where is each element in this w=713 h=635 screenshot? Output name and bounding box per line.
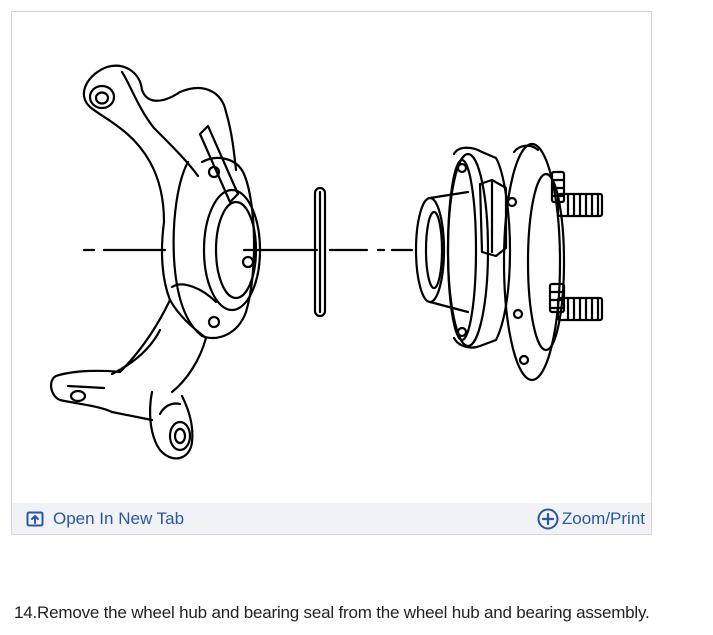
- step-instruction: 14.Remove the wheel hub and bearing seal…: [14, 603, 650, 622]
- figure-toolbar: Open In New Tab Zoom/Print: [12, 503, 651, 534]
- open-new-tab-label: Open In New Tab: [53, 508, 185, 528]
- open-in-new-tab-icon: [26, 511, 44, 527]
- zoom-plus-icon: [537, 508, 559, 530]
- open-new-tab-button[interactable]: Open In New Tab: [26, 503, 184, 534]
- steering-knuckle: [50, 64, 262, 460]
- figure-card: Open In New Tab Zoom/Print: [11, 11, 652, 535]
- wheel-hub-diagram: [50, 64, 604, 460]
- zoom-print-button[interactable]: Zoom/Print: [537, 503, 645, 534]
- hub-bearing-assembly: [414, 142, 604, 382]
- bearing-seal-ring: [313, 186, 327, 318]
- zoom-print-label: Zoom/Print: [561, 508, 645, 528]
